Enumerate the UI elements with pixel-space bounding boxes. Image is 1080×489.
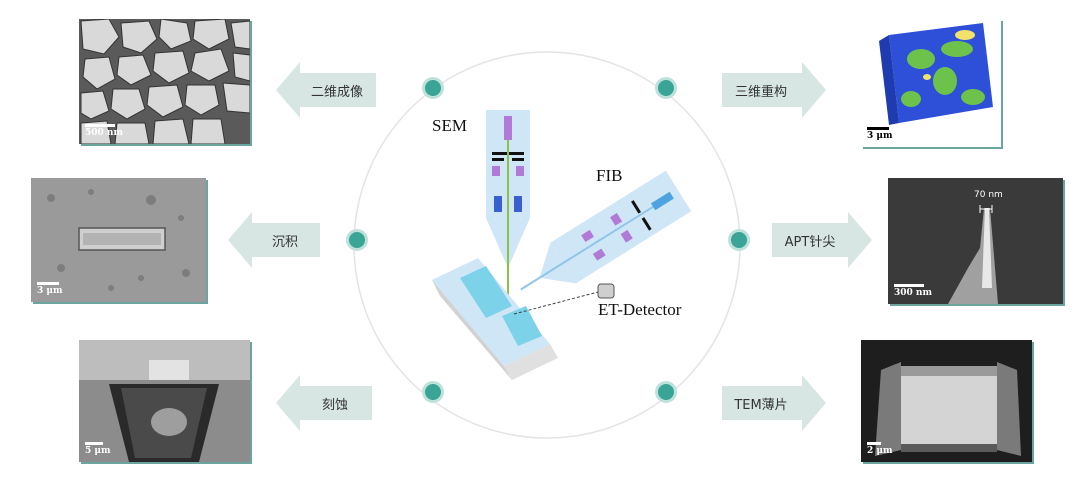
arrow-label-tem-lamella: TEM薄片 (734, 397, 788, 413)
sample-stage (432, 258, 558, 380)
sem-2d-image-panel: 500 nm (79, 19, 250, 144)
fib-sem-instrument (432, 110, 692, 380)
etching-micrograph (79, 340, 250, 462)
arrow-etching: 刻蚀 (276, 375, 372, 431)
scale-bar-2d: 500 nm (85, 124, 123, 138)
arrow-label-deposition: 沉积 (271, 234, 298, 250)
scale-bar-etching: 5 μm (85, 442, 111, 456)
circle-dot-top-right (655, 77, 677, 99)
fib-column (520, 170, 692, 291)
arrow-apt-tip: APT针尖 (772, 212, 872, 268)
circle-dot-bottom-left (422, 381, 444, 403)
circle-dot-top-left (422, 77, 444, 99)
tip-width-label: 70 nm (974, 190, 1003, 200)
sem-label: SEM (432, 116, 467, 135)
apt-tip-panel: 70 nm 300 nm (888, 178, 1063, 304)
arrow-3d-reconstruction: 三维重构 (722, 62, 826, 118)
scale-bar-3d: 3 μm (867, 127, 893, 141)
fib-label: FIB (596, 166, 623, 185)
etching-image-panel: 5 μm (79, 340, 250, 462)
scale-bar-apt: 300 nm (894, 284, 932, 298)
circle-dot-middle-left (346, 229, 368, 251)
scale-bar-tem: 2 μm (867, 442, 893, 456)
sem-column (486, 110, 530, 312)
tem-lamella-micrograph (861, 340, 1032, 462)
arrow-tem-lamella: TEM薄片 (722, 375, 826, 431)
et-detector (513, 283, 615, 315)
deposition-micrograph (31, 178, 206, 302)
grain-micrograph (79, 19, 250, 144)
circle-dot-bottom-right (655, 381, 677, 403)
arrow-label-2d-imaging: 二维成像 (310, 84, 363, 100)
reconstruction-cube (879, 23, 993, 125)
tem-lamella-panel: 2 μm (861, 340, 1032, 462)
arrow-2d-imaging: 二维成像 (276, 62, 376, 118)
arrow-label-apt-tip: APT针尖 (784, 234, 836, 250)
circle-dot-middle-right (728, 229, 750, 251)
et-detector-label: ET-Detector (598, 300, 682, 319)
arrow-label-etching: 刻蚀 (321, 397, 348, 413)
apt-tip-micrograph (888, 178, 1063, 304)
scale-bar-deposition: 3 μm (37, 282, 63, 296)
arrow-label-3d-reconstruction: 三维重构 (734, 84, 787, 100)
deposition-image-panel: 3 μm (31, 178, 206, 302)
arrow-deposition: 沉积 (228, 212, 320, 268)
reconstruction-3d-panel: 3 μm (861, 19, 1001, 147)
